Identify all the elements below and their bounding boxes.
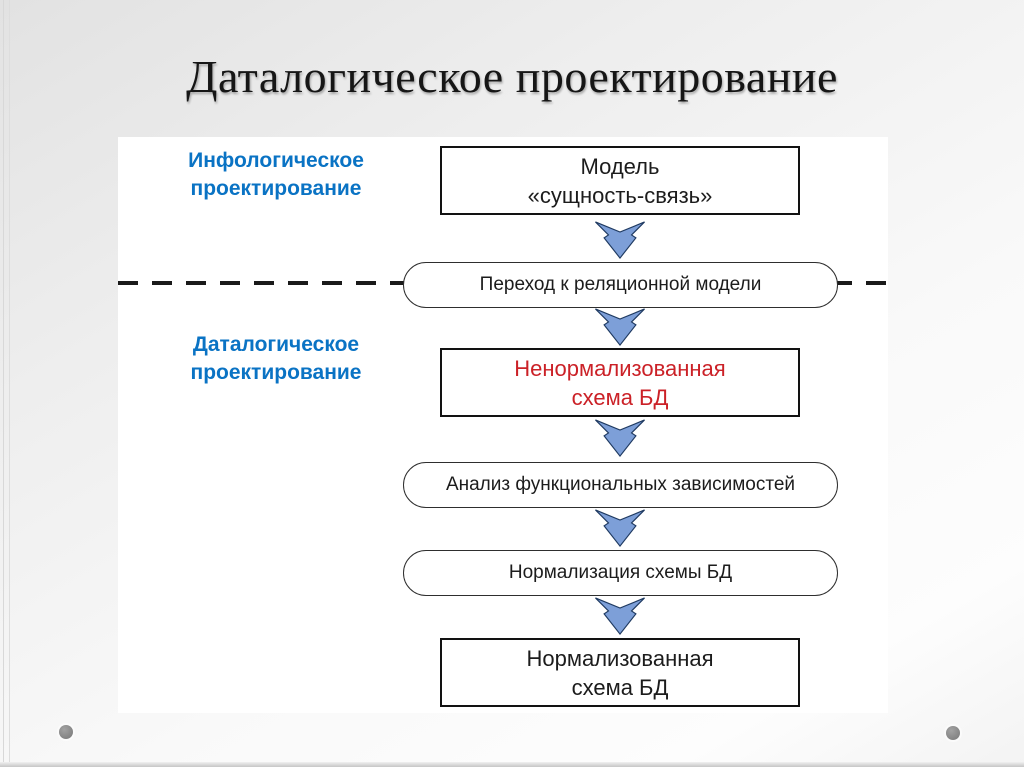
down-arrow-icon (594, 415, 646, 461)
down-arrow-icon (594, 217, 646, 263)
slide-edge-line (9, 0, 10, 767)
down-arrow-icon (594, 505, 646, 551)
flow-node-entity-relationship-model: Модель «сущность-связь» (440, 146, 800, 215)
diagram-panel: Инфологическое проектирование Даталогиче… (118, 137, 888, 713)
bullet-dot-icon (59, 725, 73, 739)
slide-bottom-edge (0, 762, 1024, 767)
down-arrow-icon (594, 304, 646, 350)
flow-node-functional-dependency-analysis: Анализ функциональных зависимостей (403, 462, 838, 508)
flow-node-normalized-db-schema: Нормализованная схема БД (440, 638, 800, 707)
flow-node-unnormalized-db-schema: Ненормализованная схема БД (440, 348, 800, 417)
down-arrow-icon (594, 593, 646, 639)
bullet-dot-icon (946, 726, 960, 740)
flow-node-db-schema-normalization: Нормализация схемы БД (403, 550, 838, 596)
flow-node-transition-to-relational-model: Переход к реляционной модели (403, 262, 838, 308)
page-title: Даталогическое проектирование (186, 51, 838, 102)
slide-edge-line (3, 0, 4, 767)
stage-label-datalogical: Даталогическое проектирование (190, 333, 362, 384)
stage-label-infological: Инфологическое проектирование (188, 149, 364, 200)
